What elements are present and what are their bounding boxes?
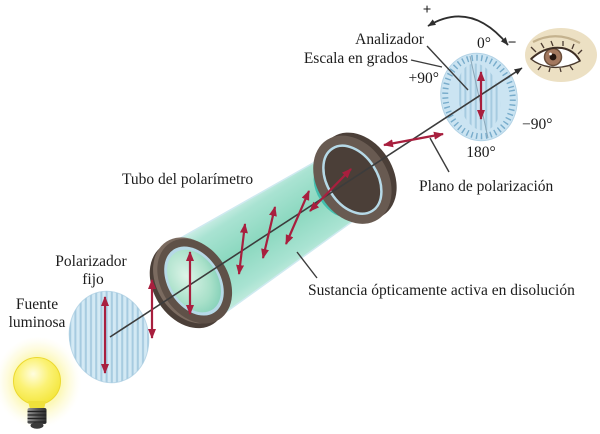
eye-upper-lid (530, 46, 581, 62)
tube-rotation-arrow-1 (236, 223, 248, 275)
tube-rotation-arrow-2 (261, 206, 277, 259)
eye-lashes (530, 40, 583, 73)
rotation-direction-arc (427, 15, 509, 46)
rotation-sign-plus: + (423, 2, 432, 18)
label-light-source-line1: Fuente (16, 296, 58, 313)
label-analyzer: Analizador (355, 31, 425, 48)
rotated-plane-arrow (383, 131, 444, 148)
tube-rotation-arrow-4 (309, 168, 352, 212)
label-plane: Plano de polarización (419, 178, 554, 195)
label-polarizer-line2: fijo (82, 271, 104, 288)
pointer-scale (410, 59, 443, 68)
tube-rotation-arrow-3 (284, 190, 311, 245)
polarimeter-tube (149, 132, 397, 329)
label-polarizer-line1: Polarizador (55, 253, 127, 270)
eye-highlight (549, 52, 552, 56)
pointer-plane (429, 137, 450, 173)
eye-crease (532, 35, 581, 44)
eye-pupil (549, 53, 557, 61)
label-scale: Escala en grados (304, 50, 408, 67)
rotation-sign-minus: − (508, 35, 517, 51)
light-bulb-icon (0, 337, 82, 431)
scale-mark-180: 180° (466, 144, 495, 161)
bulb-glass (13, 357, 61, 405)
polarization-arrows (101, 71, 485, 374)
bulb-base (27, 408, 47, 429)
label-substance: Sustancia ópticamente activa en disoluci… (308, 282, 575, 299)
scale-mark-plus90: +90° (409, 70, 439, 87)
analyzer-scale-ticks (442, 54, 516, 140)
eye-icon (525, 28, 597, 82)
pointer-analyzer (426, 45, 469, 91)
label-light-source-line2: luminosa (9, 314, 66, 331)
scale-mark-minus90: −90° (522, 116, 552, 133)
pointer-substance (296, 251, 318, 279)
label-tube: Tubo del polarímetro (122, 171, 253, 188)
scale-mark-0: 0° (477, 35, 491, 52)
bulb-neck (28, 401, 46, 409)
